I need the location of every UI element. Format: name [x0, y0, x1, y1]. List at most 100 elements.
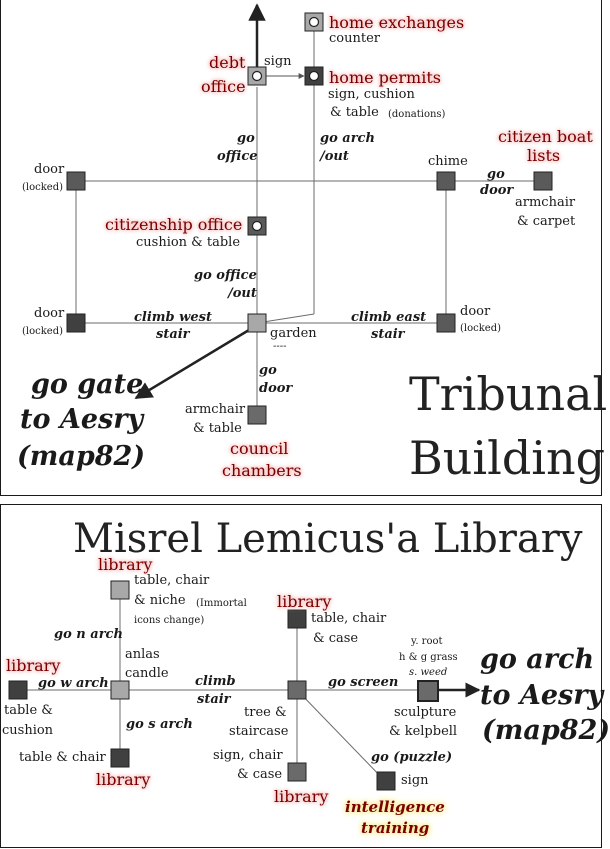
label-armchair-2: & table [193, 421, 242, 436]
marker-home-exchanges [308, 16, 320, 28]
label-armchair-carpet-1: armchair [515, 195, 576, 210]
node-door-nw [66, 171, 86, 191]
label-library-w: library [6, 656, 61, 675]
title-building: Building [409, 431, 606, 485]
label-climb-east-2: stair [371, 327, 405, 342]
label-home-exchanges: home exchanges [329, 13, 465, 32]
node-sculpture [417, 680, 439, 702]
label-home-permits-items-1: sign, cushion [328, 87, 415, 102]
label-top-note-2: icons change) [134, 615, 205, 626]
node-library-s [287, 762, 307, 782]
node-library-n [287, 609, 307, 629]
label-citizenship-items: cushion & table [136, 235, 241, 250]
label-office: office [201, 77, 246, 96]
label-staircase: staircase [229, 724, 289, 739]
label-intelligence-1: intelligence [345, 798, 445, 816]
label-top-items-1: table, chair [134, 573, 210, 588]
label-climb-west-2: stair [156, 327, 190, 342]
label-top-items-2: & niche [134, 593, 186, 608]
label-n-items-2: & case [313, 631, 359, 646]
label-yroot: y. root [411, 636, 443, 647]
label-library-sw: library [96, 770, 151, 789]
label-sign: sign [264, 54, 292, 69]
label-w-items-1: table & [4, 703, 53, 718]
label-sign-chair-2: & case [237, 767, 283, 782]
title-tribunal: Tribunal [409, 367, 608, 421]
label-climb-2: stair [197, 692, 231, 707]
label-gate-3: (map82) [17, 441, 146, 472]
label-debt: debt [209, 53, 246, 72]
label-garden: garden [270, 326, 317, 341]
tribunal-building-map: home exchanges counter debt office sign … [0, 0, 607, 496]
marker-home-permits [308, 70, 320, 82]
node-puzzle-sign [376, 771, 396, 791]
node-library-sw [110, 748, 130, 768]
label-go-door-2: door [480, 183, 514, 198]
library-map: Misrel Lemicus'a Library library table, … [0, 504, 610, 848]
label-go-screen: go screen [328, 675, 399, 690]
node-library-top [110, 580, 130, 600]
label-candle: candle [125, 666, 169, 681]
label-door-nw: door [34, 162, 65, 177]
label-top-note-1: (Immortal [196, 598, 247, 609]
label-locked-nw: (locked) [22, 182, 64, 193]
node-chime [436, 171, 456, 191]
label-arch-3: (map82) [482, 715, 610, 746]
node-citizen-boat-lists [533, 171, 553, 191]
label-climb-east-1: climb east [351, 310, 427, 325]
label-table-chair: table & chair [19, 750, 106, 765]
title-library: Misrel Lemicus'a Library [73, 516, 583, 562]
marker-citizenship-office [251, 220, 263, 232]
label-gate-1: go gate [31, 369, 144, 400]
label-go-door-s-1: go [259, 363, 277, 378]
label-tree: tree & [244, 705, 287, 720]
label-locked-w: (locked) [22, 326, 64, 337]
label-sculpture-1: sculpture [394, 705, 457, 720]
node-council-chambers [247, 405, 267, 425]
label-home-permits: home permits [329, 68, 441, 87]
label-sculpture-2: & kelpbell [389, 724, 458, 739]
label-donations: (donations) [388, 109, 446, 120]
label-armchair-1: armchair [185, 402, 246, 417]
label-go-office-2: office [217, 149, 258, 164]
node-door-w [66, 313, 86, 333]
label-hgrass: h & g grass [399, 652, 458, 663]
label-home-permits-items-2: & table [330, 105, 379, 120]
label-n-items-1: table, chair [311, 611, 387, 626]
label-citizen-boat-2: lists [527, 146, 561, 165]
label-garden-marker: ---- [273, 341, 287, 352]
label-go-puzzle: go (puzzle) [371, 750, 453, 765]
node-anlas-candle [110, 680, 130, 700]
label-locked-e: (locked) [460, 323, 502, 334]
label-citizen-boat-1: citizen boat [498, 127, 593, 146]
label-go-w-arch: go w arch [38, 676, 109, 691]
node-garden [247, 313, 267, 333]
exit-go-puzzle [296, 689, 386, 782]
label-citizenship-office: citizenship office [105, 215, 243, 234]
label-go-n-arch: go n arch [54, 627, 123, 642]
label-anlas: anlas [125, 647, 160, 662]
label-arch-1: go arch [480, 644, 595, 675]
label-go-arch-2: /out [320, 149, 349, 164]
label-library-s: library [274, 787, 329, 806]
node-stair-hub [287, 680, 307, 700]
label-library-n: library [277, 592, 332, 611]
label-go-arch-1: go arch [320, 131, 375, 146]
label-climb-west-1: climb west [134, 310, 212, 325]
tribunal-connections [66, 3, 553, 425]
label-door-w: door [34, 306, 65, 321]
label-home-exchanges-items: counter [329, 31, 380, 46]
label-sign: sign [401, 773, 429, 788]
node-library-w [8, 680, 28, 700]
node-door-e [436, 313, 456, 333]
label-library-top: library [98, 555, 153, 574]
label-sweed: s. weed [409, 667, 448, 678]
exit-gate-arrow [134, 328, 250, 400]
label-go-s-arch: go s arch [126, 717, 193, 732]
label-gate-2: to Aesry [20, 404, 144, 435]
library-connections [8, 580, 481, 791]
label-go-door-1: go [487, 167, 505, 182]
label-council-1: council [230, 439, 289, 458]
label-w-items-2: cushion [2, 723, 54, 738]
label-door-e: door [460, 304, 491, 319]
